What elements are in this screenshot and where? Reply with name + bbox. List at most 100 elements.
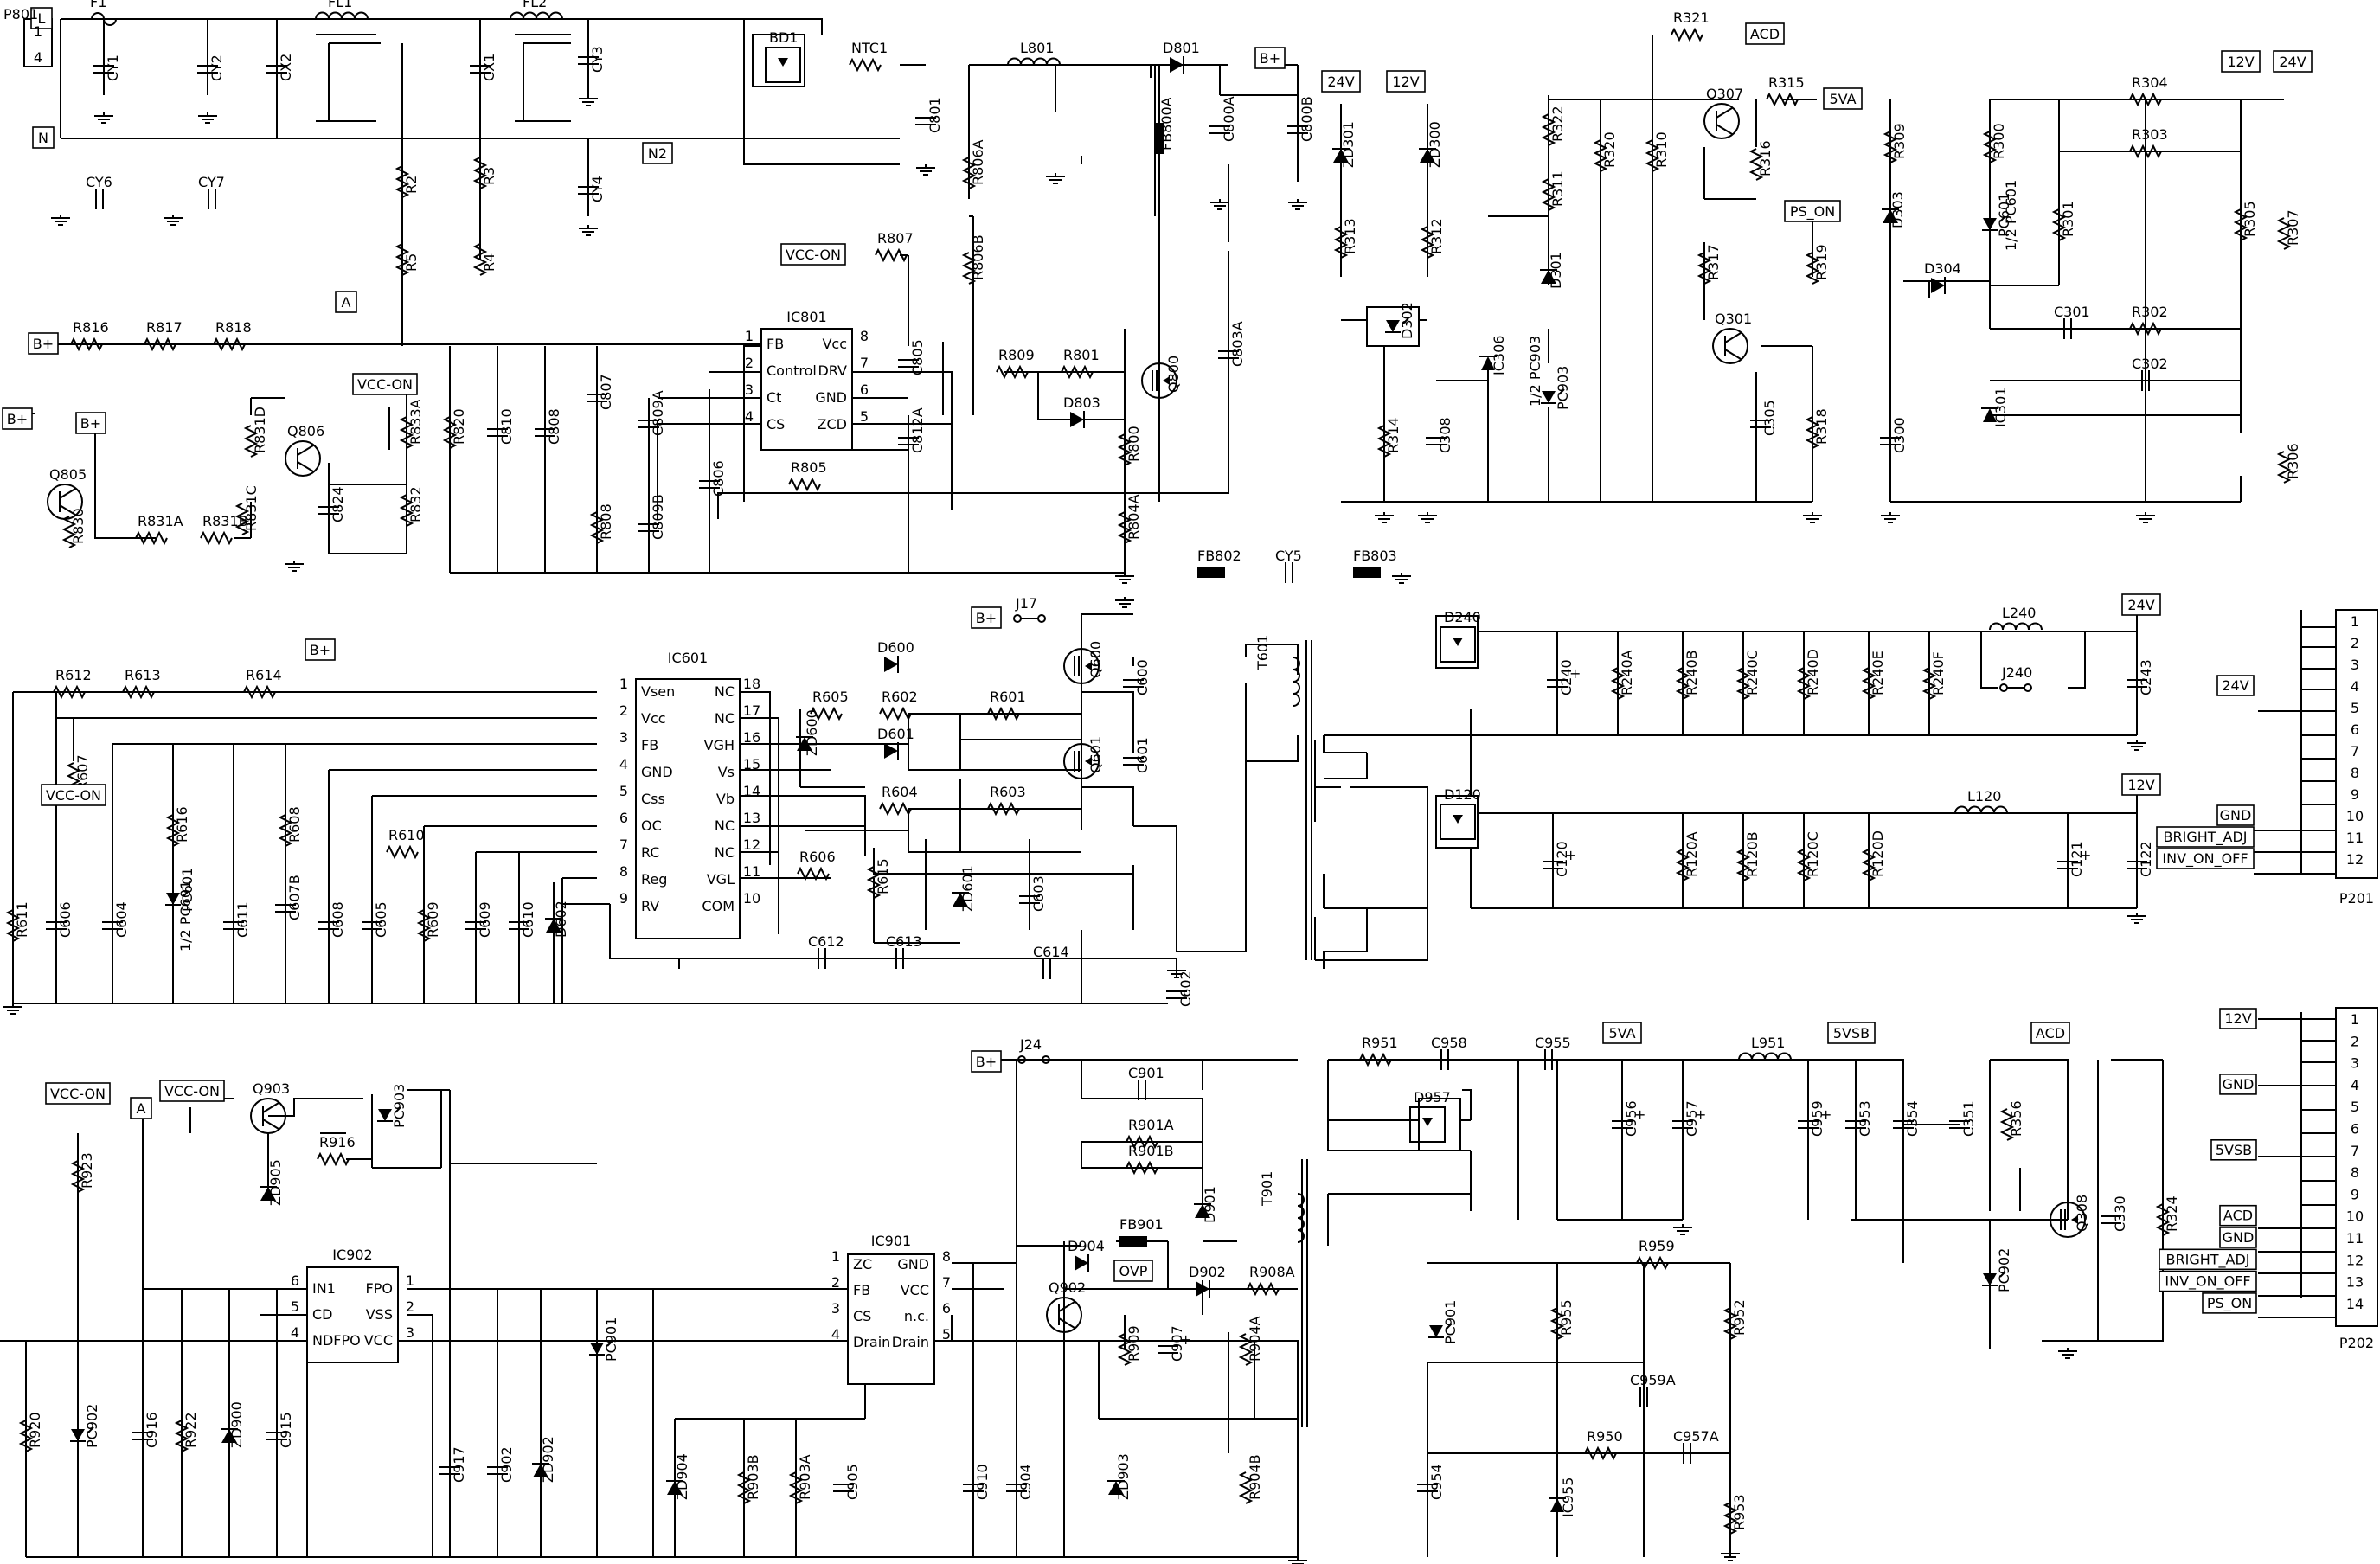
- part-label: ZD301: [1340, 121, 1357, 168]
- res-symbol: R601: [987, 689, 1026, 721]
- diode-symbol: D600: [877, 639, 914, 673]
- connector-pin: 12: [2346, 851, 2364, 868]
- part-label: C907: [1169, 1325, 1185, 1362]
- net-tag: 5VA: [1823, 87, 1863, 110]
- connector-pin: 10: [2346, 1208, 2364, 1225]
- part-label: CY3: [589, 46, 606, 73]
- res-symbol: R608: [278, 806, 303, 847]
- net-tag: B+: [1254, 47, 1286, 69]
- ground-icon: [197, 112, 218, 124]
- part-label: Q301: [1715, 311, 1752, 327]
- net-tag: ACD: [2030, 1022, 2070, 1044]
- part-label: FB800A: [1158, 97, 1175, 151]
- part-label: C602: [1177, 971, 1194, 1007]
- res-symbol: R616: [165, 806, 190, 847]
- connector-pin: 6: [2351, 721, 2359, 738]
- cap-symbol: C955: [1535, 1035, 1571, 1070]
- connector-signal: GND: [2219, 1227, 2257, 1248]
- cap-symbol: C915: [266, 1412, 294, 1448]
- pin-number: 5: [860, 408, 869, 425]
- part-label: R607: [74, 754, 91, 791]
- res-symbol: R321: [1671, 10, 1710, 42]
- npn-symbol: Q301: [1712, 311, 1752, 364]
- res-symbol: R831A: [135, 513, 183, 546]
- pin-name: Vcc: [822, 336, 847, 352]
- part-label: R303: [2132, 126, 2168, 143]
- opto-symbol: PC901: [589, 1317, 619, 1362]
- res-symbol: R610: [386, 827, 425, 860]
- part-label: PC903: [391, 1084, 407, 1128]
- cap-symbol: CY1: [93, 54, 121, 81]
- pin-number: 9: [619, 890, 628, 907]
- res-symbol: R923: [70, 1152, 95, 1193]
- part-label: Q902: [1049, 1279, 1086, 1296]
- part-label: CY7: [198, 174, 225, 190]
- part-label: FL1: [328, 0, 352, 10]
- ground-icon: [1209, 198, 1230, 210]
- cap-symbol: CX2: [266, 54, 294, 81]
- net-tag-text: VCC-ON: [357, 376, 413, 393]
- res-symbol: R609: [416, 901, 441, 942]
- connector-pin: 5: [2351, 700, 2359, 716]
- pin-number: 3: [619, 729, 628, 746]
- pin-name: Reg: [641, 871, 667, 888]
- part-label: R832: [407, 486, 424, 522]
- part-label: R904B: [1247, 1454, 1263, 1500]
- part-label: D301: [1548, 252, 1564, 289]
- net-tag: 5VSB: [1827, 1022, 1876, 1044]
- res-symbol: R240C: [1735, 650, 1761, 700]
- npn-symbol: Q806: [285, 423, 324, 477]
- pin-name: NC: [715, 844, 735, 861]
- opto-symbol: PC601: [1982, 193, 2012, 237]
- part-label: Q600: [1087, 641, 1104, 678]
- pin-name: FB: [853, 1282, 870, 1298]
- ic-name: IC902: [332, 1247, 372, 1263]
- opto-half-label: 1/2 PC903: [1527, 336, 1543, 407]
- pin-name: Vsen: [641, 683, 675, 700]
- ground-icon: [578, 94, 599, 106]
- part-label: R5: [403, 253, 420, 272]
- part-label: CY1: [105, 54, 121, 81]
- diode-symbol: D901: [1194, 1186, 1218, 1223]
- part-label: R608: [286, 806, 303, 843]
- part-label: R316: [1757, 140, 1774, 176]
- cap-symbol: C916: [132, 1412, 160, 1448]
- part-label: R616: [174, 806, 190, 843]
- connector-pin: 9: [2351, 1186, 2359, 1202]
- part-label: C603: [1030, 875, 1047, 912]
- opto-symbol: PC903: [1541, 366, 1571, 410]
- part-label: C243: [2138, 659, 2154, 695]
- part-label: C601: [1134, 737, 1151, 773]
- net-tag: VCC-ON: [352, 373, 418, 395]
- pin-number: 4: [619, 756, 628, 772]
- cap-symbol: CY5: [1275, 548, 1302, 583]
- connector-signal: BRIGHT_ADJ: [2159, 1248, 2257, 1271]
- pin-number: 3: [406, 1324, 414, 1341]
- res-symbol: R615: [866, 858, 891, 899]
- part-label: CX1: [481, 54, 497, 81]
- connector-signal: INV_ON_OFF: [2156, 848, 2255, 869]
- part-label: C910: [974, 1464, 991, 1500]
- net-tag: N: [32, 126, 55, 149]
- cap-symbol: C800A: [1209, 96, 1237, 142]
- part-label: C121: [2069, 841, 2085, 877]
- connector-signal-text: ACD: [2223, 1208, 2253, 1224]
- diode-symbol: D803: [1063, 394, 1100, 428]
- connector-signal: BRIGHT_ADJ: [2156, 826, 2255, 848]
- net-tag-text: B+: [1260, 50, 1280, 67]
- part-label: C800B: [1299, 96, 1315, 142]
- zener-symbol: ZD301: [1332, 121, 1357, 168]
- ground-icon: [3, 1003, 23, 1015]
- part-label: C809B: [650, 494, 666, 540]
- zener-symbol: ZD902: [532, 1436, 556, 1483]
- res-symbol: R833A: [399, 399, 424, 449]
- ic-name: IC601: [668, 650, 708, 666]
- net-tag-text: OVP: [1119, 1263, 1148, 1279]
- ecap-symbol: +C956: [1612, 1100, 1645, 1137]
- part-label: C301: [2054, 304, 2090, 320]
- diode-symbol: D801: [1163, 40, 1200, 74]
- connector-signal: ACD: [2219, 1204, 2257, 1227]
- part-label: R801: [1063, 347, 1100, 363]
- part-label: R816: [73, 319, 109, 336]
